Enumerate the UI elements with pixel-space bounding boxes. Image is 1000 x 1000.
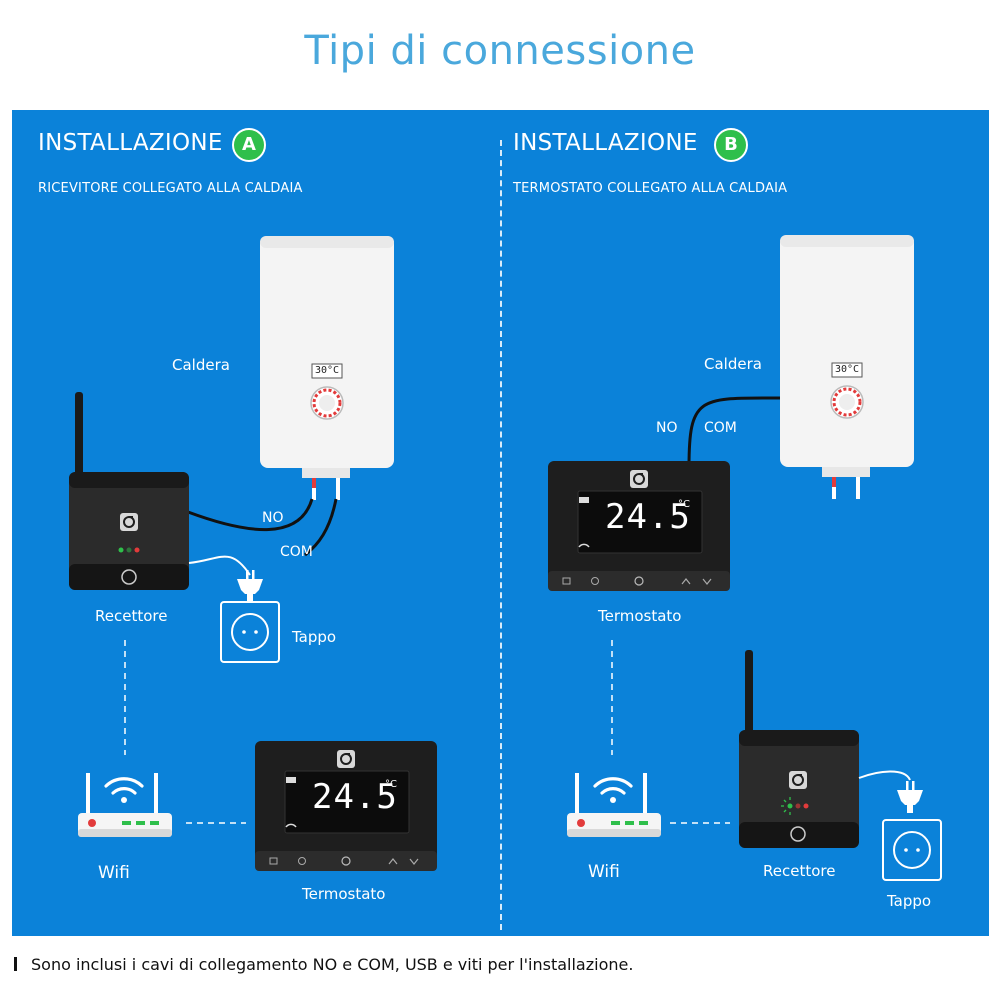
socket-icon: [882, 819, 942, 881]
thermostat-b-temp: 24.5: [605, 497, 691, 537]
page-title: Tipi di connessione: [304, 28, 696, 74]
receiver-b-label: Recettore: [763, 862, 836, 880]
plug-b-label: Tappo: [887, 892, 932, 910]
section-a-badge: A: [232, 128, 266, 162]
section-b-badge: B: [714, 128, 748, 162]
boiler-b-display: 30°C: [834, 364, 860, 375]
section-b-heading: INSTALLAZIONE: [513, 130, 698, 156]
wifi-icon: [104, 777, 144, 805]
receiver-a-label: Recettore: [95, 607, 168, 625]
thermostat-a-unit: °C: [385, 779, 397, 790]
wire-no-com-b: [687, 396, 781, 468]
thermostat-a-temp: 24.5: [312, 777, 398, 817]
power-cable-a: [188, 555, 251, 576]
router-icon: [567, 773, 661, 837]
wire-no-a-label: NO: [262, 510, 284, 526]
section-b-subtitle: TERMOSTATO COLLEGATO ALLA CALDAIA: [513, 181, 788, 196]
section-a-subtitle: RICEVITORE COLLEGATO ALLA CALDAIA: [38, 181, 303, 196]
thermostat-b-label: Termostato: [598, 607, 682, 625]
footnote: Sono inclusi i cavi di collegamento NO e…: [14, 955, 633, 974]
wifi-icon: [593, 777, 633, 805]
wire-no-b-label: NO: [656, 420, 678, 436]
wire-com-b-label: COM: [704, 420, 737, 436]
section-divider: [500, 140, 502, 930]
thermostat-a: [254, 740, 438, 872]
footnote-marker: [14, 957, 17, 971]
plug-a-label: Tappo: [292, 628, 337, 646]
section-a-heading: INSTALLAZIONE: [38, 130, 223, 156]
wire-com-a-label: COM: [280, 544, 313, 560]
thermostat-a-label: Termostato: [302, 885, 386, 903]
boiler-a-display: 30°C: [314, 365, 340, 376]
wire-no-a: [187, 498, 314, 532]
power-cable-b: [858, 770, 911, 781]
receiver-b: [739, 650, 859, 848]
wire-com-a: [304, 498, 338, 557]
boiler-b-label: Caldera: [704, 355, 762, 373]
wifi-b-label: Wifi: [588, 862, 620, 882]
wifi-a-label: Wifi: [98, 863, 130, 883]
thermostat-b-unit: °C: [678, 499, 690, 510]
footnote-text: Sono inclusi i cavi di collegamento NO e…: [31, 955, 634, 974]
boiler-a-label: Caldera: [172, 356, 230, 374]
router-icon: [78, 773, 172, 837]
plug-icon: [897, 781, 923, 813]
socket-icon: [220, 601, 280, 663]
receiver-a: [69, 392, 189, 590]
thermostat-b: [547, 460, 731, 592]
